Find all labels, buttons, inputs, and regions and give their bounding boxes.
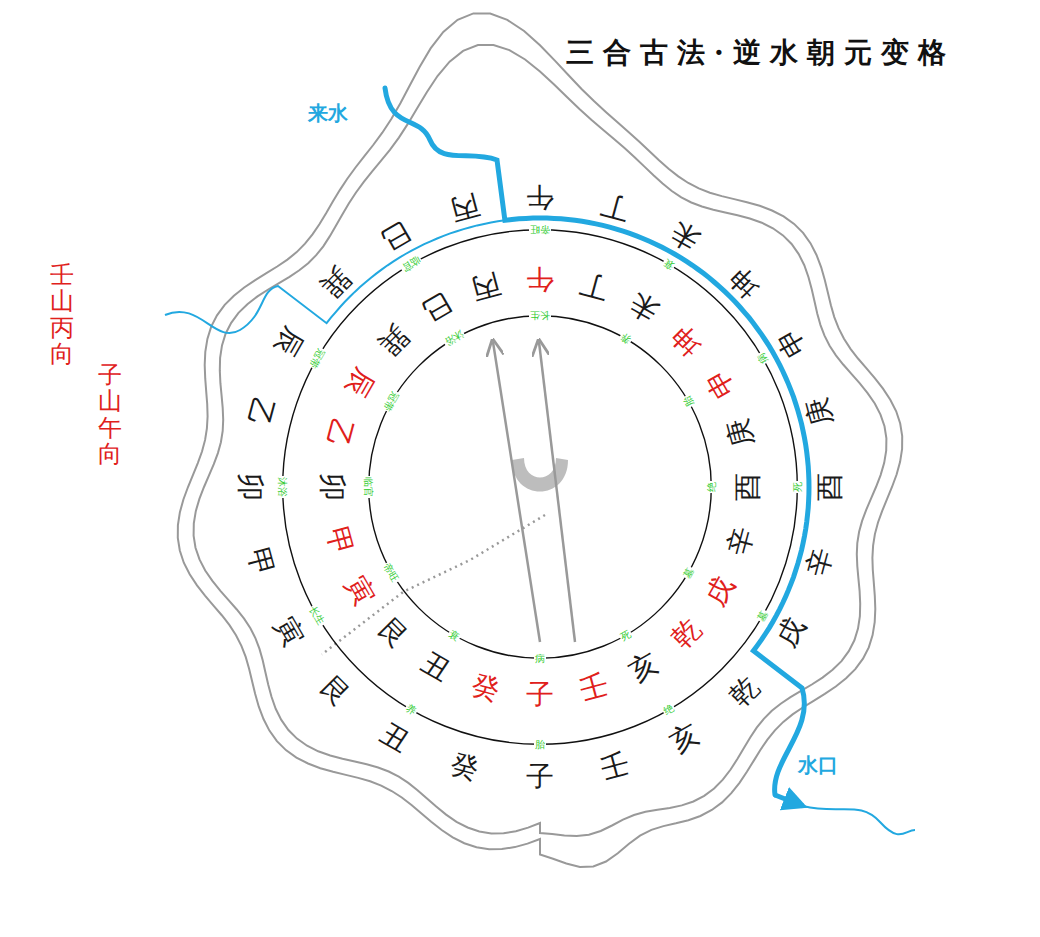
stage-label: 临官 xyxy=(399,254,423,274)
water-label: 来水 xyxy=(308,100,348,127)
mountain-char: 坤 xyxy=(667,320,707,360)
mountain-char: 庚 xyxy=(803,395,837,429)
stage-label: 帝旺 xyxy=(381,561,401,585)
dotted-line xyxy=(322,515,545,654)
mountain-char: 卯 xyxy=(236,473,264,501)
mountain-char: 乾 xyxy=(667,614,707,654)
mountain-char: 戌 xyxy=(701,572,739,610)
stage-label: 沐浴 xyxy=(442,328,466,348)
mountain-char: 酉 xyxy=(816,473,844,501)
mountain-ridge xyxy=(178,13,902,867)
mountain-char: 丁 xyxy=(598,190,632,224)
stage-label: 胎 xyxy=(682,393,697,408)
mountain-char: 乾 xyxy=(725,672,765,712)
stage-label: 临官 xyxy=(363,476,373,498)
mountain-char: 未 xyxy=(666,217,704,255)
stage-label: 养 xyxy=(403,703,418,718)
mountain-char: 未 xyxy=(625,288,663,326)
mountain-char: 辰 xyxy=(341,364,379,402)
mountain-ridge xyxy=(194,45,887,836)
mountain-char: 酉 xyxy=(734,473,762,501)
stage-label: 病 xyxy=(756,350,771,365)
direction-arrow xyxy=(493,342,540,642)
stage-label: 墓 xyxy=(756,608,771,623)
mountain-char: 丑 xyxy=(376,719,414,757)
mountain-char: 巽 xyxy=(373,320,413,360)
mountain-char: 巳 xyxy=(417,288,455,326)
stage-label: 冠带 xyxy=(381,389,401,413)
river xyxy=(385,88,809,795)
stage-label: 衰 xyxy=(446,629,461,644)
mountain-char: 坤 xyxy=(725,262,765,302)
water-label: 水口 xyxy=(798,752,838,779)
mountain-direction: 子山午向 xyxy=(98,362,122,468)
stage-label: 绝 xyxy=(707,481,717,493)
stage-label: 墓 xyxy=(682,565,697,580)
mountain-char: 寅 xyxy=(270,613,308,651)
ring-line xyxy=(369,316,712,659)
mountain-char: 乙 xyxy=(322,416,356,450)
mountain-char: 辛 xyxy=(803,545,837,579)
mountain-char: 丙 xyxy=(448,190,482,224)
stage-label: 长生 xyxy=(307,604,327,628)
mountain-char: 辰 xyxy=(270,323,308,361)
mountain-char: 巳 xyxy=(376,217,414,255)
mountain-char: 卯 xyxy=(318,473,346,501)
stage-label: 冠带 xyxy=(307,346,327,370)
compass-ring: 子癸丑艮寅甲卯乙辰巽巳丙午丁未坤申庚酉辛戌乾亥壬病衰帝旺临官冠带沐浴长生养胎绝墓… xyxy=(368,315,712,659)
river-outlet xyxy=(803,806,915,834)
mountain-char: 壬 xyxy=(598,750,632,784)
stage-label: 沐浴 xyxy=(277,476,287,498)
stage-label: 绝 xyxy=(661,703,676,718)
direction-arrow xyxy=(539,342,575,642)
mountain-char: 丁 xyxy=(577,269,611,303)
mountain-char: 乙 xyxy=(243,395,277,429)
stage-label: 胎 xyxy=(534,740,546,750)
mountain-char: 丙 xyxy=(469,269,503,303)
mountain-char: 戌 xyxy=(772,613,810,651)
ring-line xyxy=(283,230,798,745)
mountain-char: 子 xyxy=(526,763,554,791)
mountain-char: 子 xyxy=(526,681,554,709)
mountain-char: 午 xyxy=(526,183,554,211)
mountain-char: 壬 xyxy=(577,671,611,705)
stage-label: 衰 xyxy=(661,256,676,271)
mountain-char: 申 xyxy=(701,364,739,402)
mountain-char: 申 xyxy=(772,323,810,361)
mountain-char: 癸 xyxy=(448,750,482,784)
mountain-outline xyxy=(178,13,902,867)
stage-label: 病 xyxy=(534,654,546,664)
river-arrow xyxy=(775,795,803,806)
mountain-direction: 壬山丙向 xyxy=(50,262,74,368)
tributary xyxy=(165,220,505,333)
mountain-char: 丑 xyxy=(417,648,455,686)
ring-circle xyxy=(282,229,798,745)
stage-label: 死 xyxy=(793,481,803,493)
title: 三合古法·逆水朝元变格 xyxy=(566,34,955,72)
center-mound xyxy=(512,458,568,492)
mountain-char: 艮 xyxy=(373,614,413,654)
mountain-char: 甲 xyxy=(243,545,277,579)
mountain-char: 午 xyxy=(526,265,554,293)
compass-ring: 子癸丑艮寅甲卯乙辰巽巳丙午丁未坤申庚酉辛戌乾亥壬胎养长生沐浴冠带临官帝旺衰病死墓… xyxy=(282,229,798,745)
mountain-char: 癸 xyxy=(469,671,503,705)
water-course xyxy=(165,88,915,834)
mountain-char: 寅 xyxy=(341,572,379,610)
mountain-char: 亥 xyxy=(666,719,704,757)
mountain-char: 辛 xyxy=(724,524,758,558)
stage-label: 养 xyxy=(618,331,633,346)
mountain-char: 庚 xyxy=(724,416,758,450)
stage-label: 帝旺 xyxy=(529,224,551,234)
stage-label: 死 xyxy=(618,629,633,644)
mountain-char: 艮 xyxy=(315,672,355,712)
stage-label: 长生 xyxy=(529,310,551,320)
mountain-char: 甲 xyxy=(322,524,356,558)
ring-circle xyxy=(368,315,712,659)
mountain-char: 巽 xyxy=(315,262,355,302)
mountain-char: 亥 xyxy=(625,648,663,686)
